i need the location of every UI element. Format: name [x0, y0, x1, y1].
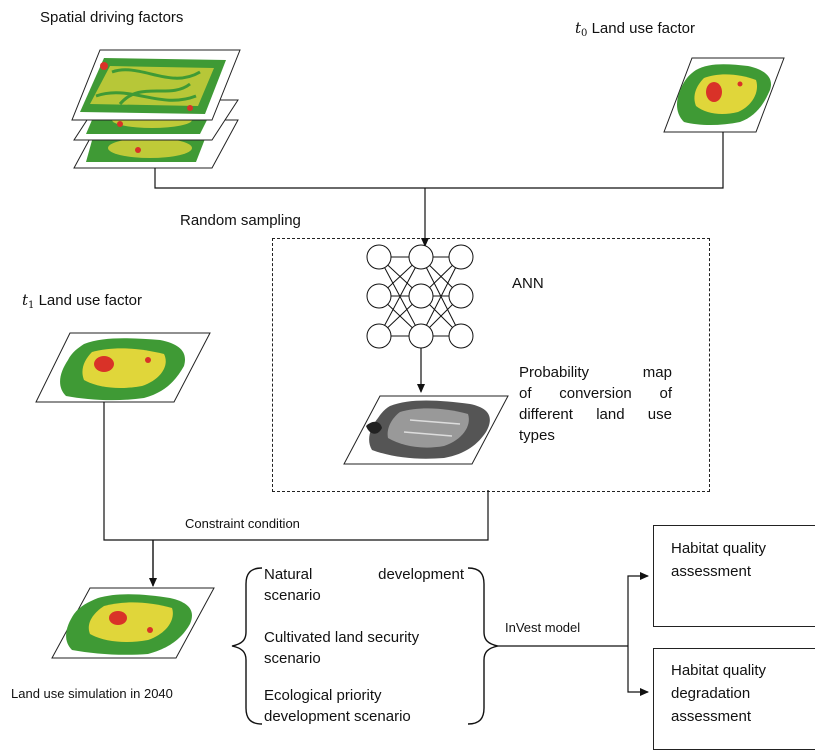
scenario-line: development scenario — [264, 708, 411, 725]
ann-network — [366, 244, 474, 349]
ann-nodes — [366, 244, 474, 349]
t0-variable: t — [575, 19, 582, 37]
assessment-line: Habitat quality — [671, 662, 767, 679]
scenario-line: scenario — [264, 650, 321, 667]
habitat-quality-assessment-box: Habitat quality assessment — [653, 525, 815, 627]
t0-subscript: 0 — [581, 28, 588, 39]
scenario-line: Cultivated land security — [264, 629, 420, 646]
scenario-line: scenario — [264, 587, 321, 604]
t1-variable: t — [22, 291, 29, 309]
probability-map — [343, 395, 509, 465]
assessment-line: assessment — [671, 563, 752, 580]
t0-land-use-label: t0 Land use factor — [575, 20, 695, 42]
random-sampling-label: Random sampling — [180, 212, 301, 229]
left-brace — [231, 567, 263, 725]
scenario-item: Natural development scenario — [264, 564, 464, 606]
invest-model-label: InVest model — [505, 620, 581, 635]
input-connector — [154, 132, 724, 189]
probability-line: of conversion of — [519, 385, 672, 402]
scenario-item: Cultivated land security scenario — [264, 627, 474, 669]
scenario-item: Ecological priority development scenario — [264, 685, 474, 727]
to-habitat-quality-arrow — [627, 572, 649, 646]
ann-module-frame — [272, 238, 710, 492]
probability-line: types — [519, 427, 555, 444]
simulation-map — [51, 587, 215, 659]
scenario-line: Ecological priority — [264, 687, 382, 704]
t0-text: Land use factor — [591, 20, 695, 37]
assessment-line: assessment — [671, 708, 752, 725]
spatial-factors-label: Spatial driving factors — [40, 9, 184, 26]
spatial-factors-stack — [71, 49, 241, 169]
t1-land-use-map — [35, 332, 211, 403]
assessment-line: degradation — [671, 685, 751, 702]
assessment-line: Habitat quality — [671, 540, 767, 557]
to-habitat-degradation-arrow — [627, 646, 649, 696]
probability-map-label: Probability map of conversion of differe… — [519, 362, 672, 446]
t0-land-use-map — [663, 57, 785, 133]
probability-line: different land use — [519, 406, 672, 423]
t1-land-use-label: t1 Land use factor — [22, 292, 142, 314]
scenario-line: Natural development — [264, 566, 464, 583]
factor-map-sheet — [71, 49, 241, 121]
t1-text: Land use factor — [38, 292, 142, 309]
ann-label: ANN — [512, 275, 544, 292]
constraint-connector — [103, 402, 489, 541]
probability-line: Probability map — [519, 364, 672, 381]
t1-subscript: 1 — [28, 300, 35, 311]
right-brace — [467, 567, 499, 725]
simulation-label: Land use simulation in 2040 — [11, 686, 173, 701]
habitat-degradation-assessment-box: Habitat quality degradation assessment — [653, 648, 815, 750]
constraint-condition-label: Constraint condition — [185, 516, 300, 531]
